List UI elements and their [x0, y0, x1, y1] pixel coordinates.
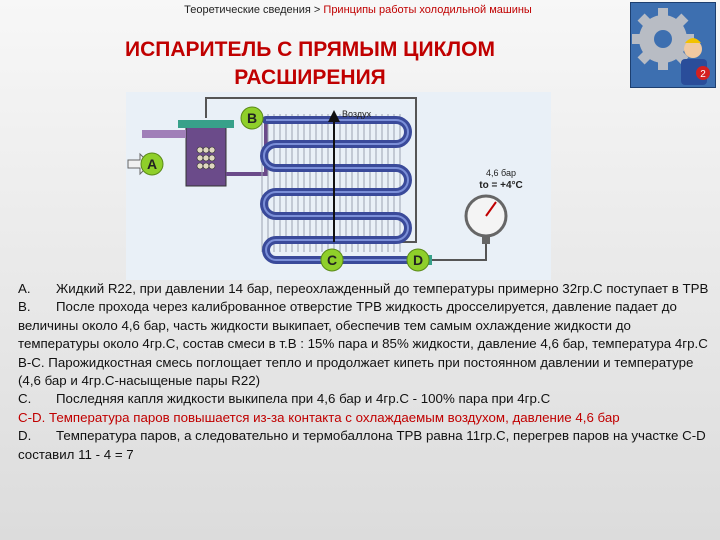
paragraph-d-text: Температура паров, а следовательно и тер… [18, 428, 706, 462]
paragraph-c-text: Последняя капля жидкости выкипела при 4,… [56, 391, 551, 407]
gear-worker-icon: 2 [631, 3, 715, 87]
breadcrumb-separator: > [313, 4, 321, 16]
explanation-text: A. Жидкий R22, при давлении 14 бар, перео… [18, 280, 714, 464]
paragraph-a-label: A. [18, 281, 31, 296]
evaporator-diagram: Воздух 4,6 бар to = +4°C A B C D [126, 92, 551, 280]
point-c-badge: C [320, 248, 344, 272]
paragraph-b-text: После прохода через калиброванное отверс… [18, 299, 708, 352]
temperature-label: to = +4°C [479, 180, 522, 191]
breadcrumb: Теоретические сведения > Принципы работы… [0, 4, 716, 16]
logo-badge: 2 [700, 69, 706, 80]
paragraph-b: B.После прохода через калиброванное отве… [18, 298, 714, 353]
paragraph-b-label: B. [18, 299, 31, 315]
breadcrumb-section[interactable]: Теоретические сведения [184, 4, 311, 16]
svg-text:B: B [247, 110, 257, 126]
pressure-label: 4,6 бар [486, 168, 516, 178]
point-b-badge: B [240, 106, 264, 130]
paragraph-d: D.Температура паров, а следовательно и т… [18, 427, 714, 464]
point-d-badge: D [406, 248, 430, 272]
diagram-svg: Воздух 4,6 бар to = +4°C A B C D [127, 97, 523, 272]
logo: 2 [630, 2, 716, 88]
breadcrumb-current: Принципы работы холодильной машины [323, 4, 532, 16]
svg-text:A: A [147, 156, 157, 172]
page-title: ИСПАРИТЕЛЬ С ПРЯМЫМ ЦИКЛОМ РАСШИРЕНИЯ [110, 36, 510, 92]
svg-text:D: D [413, 252, 423, 268]
paragraph-bc: B-C. Парожидкостная смесь поглощает тепл… [18, 354, 694, 389]
title-line-2: РАСШИРЕНИЯ [234, 66, 386, 89]
paragraph-c-label: C. [18, 391, 32, 407]
paragraph-d-label: D. [18, 428, 32, 444]
paragraph-a-text: Жидкий R22, при давлении 14 бар, переохл… [56, 281, 709, 296]
point-a-badge: A [140, 152, 164, 176]
paragraph-cd: C-D. Температура паров повышается из-за … [18, 409, 620, 425]
air-label: Воздух [342, 109, 372, 119]
paragraph-c: C. Последняя капля жидкости выкипела при … [18, 390, 714, 408]
paragraph-a: A. Жидкий R22, при давлении 14 бар, перео… [18, 280, 714, 298]
svg-text:C: C [327, 252, 337, 268]
title-line-1: ИСПАРИТЕЛЬ С ПРЯМЫМ ЦИКЛОМ [125, 38, 495, 61]
